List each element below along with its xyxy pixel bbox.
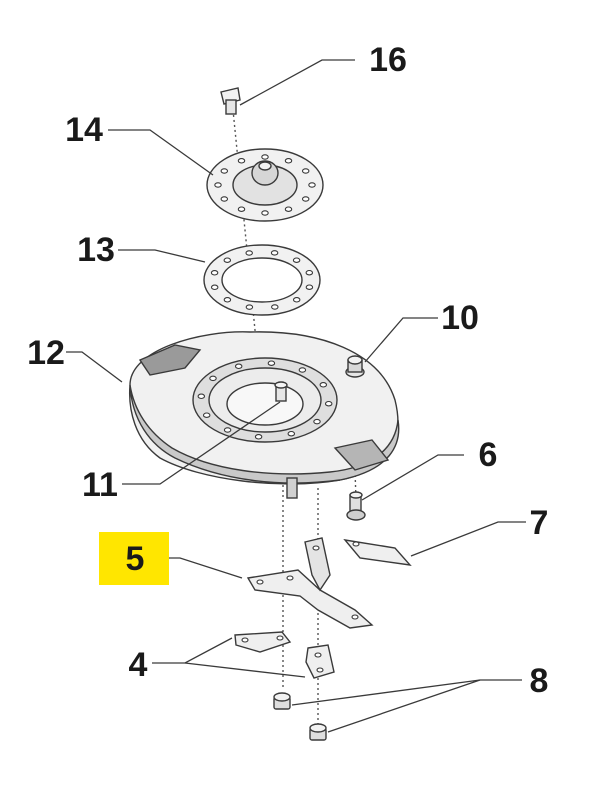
bolt-hole [305,269,314,276]
leader-4b [184,662,306,678]
callout-13: 13 [77,231,115,269]
leader-10 [364,317,438,363]
part-7-blade[interactable] [343,539,412,566]
bolt-hole [267,360,276,366]
part-13-gasket[interactable] [203,244,321,316]
leader-8b [327,679,481,733]
bolt-hole [209,375,217,382]
bolt-hole [287,430,296,437]
bolt-hole [298,367,307,373]
callout-4: 4 [129,646,148,684]
leader-7 [410,521,526,557]
bolt-hole [223,427,232,433]
callout-12: 12 [27,334,65,372]
part-12-housing[interactable] [128,331,400,499]
bolt-hole [284,158,293,164]
bolt-hole [271,304,279,310]
leader-8 [291,679,522,706]
callout-5: 5 [126,540,145,578]
bolt-hole [308,182,316,188]
bolt-hole [214,182,222,188]
bolt-hole [237,206,246,212]
bolt-hole [305,284,314,290]
callout-16: 16 [369,41,407,79]
leader-4 [152,637,233,664]
bolt-hole [292,297,301,303]
leader-5 [169,557,243,579]
leader-16 [239,59,355,106]
callout-8: 8 [530,662,549,700]
part-6-bolt-washer[interactable] [346,491,366,521]
bolt-hole [301,196,310,202]
callout-14: 14 [65,111,103,149]
part-11-spindle-bolt[interactable] [274,381,288,402]
bolt-hole [237,158,246,164]
bolt-hole [292,257,301,263]
bolt-hole [223,297,232,303]
bolt-hole [284,206,293,212]
part-8-nuts[interactable] [273,692,327,741]
bolt-hole [261,154,269,160]
bolt-hole [261,210,269,216]
bolt-hole [245,304,254,310]
callout-6: 6 [479,436,498,474]
bolt-hole [220,168,229,174]
bolt-hole [245,250,253,256]
part-10-nut[interactable] [345,355,365,378]
leader-11 [122,401,281,485]
leader-12 [66,351,123,383]
bolt-hole [234,363,243,370]
bolt-hole [220,196,229,202]
callout-7: 7 [530,504,549,542]
bolt-hole [254,434,263,440]
part-4-plates[interactable] [234,631,335,679]
leader-13 [118,249,206,263]
bolt-hole [210,270,219,276]
leader-14 [108,129,214,176]
bolt-hole [223,257,232,263]
bolt-hole [197,393,206,400]
bolt-hole [210,284,219,291]
bolt-hole [301,168,310,174]
bolt-hole [202,412,211,418]
bolt-hole [324,400,333,407]
callout-11: 11 [82,466,118,504]
part-14-hub-cover[interactable] [206,148,324,222]
callout-10: 10 [441,299,479,337]
leader-6 [361,454,464,501]
leader-lines [66,59,526,733]
part-5-bracket[interactable] [246,537,374,629]
bolt-hole [270,250,279,256]
bolt-hole [313,418,321,425]
part-16-bolt[interactable] [220,87,241,115]
bolt-hole [319,382,328,388]
highlight-box-5 [99,532,169,585]
callout-labels: 16 14 13 12 10 11 6 7 5 4 8 [27,41,548,700]
